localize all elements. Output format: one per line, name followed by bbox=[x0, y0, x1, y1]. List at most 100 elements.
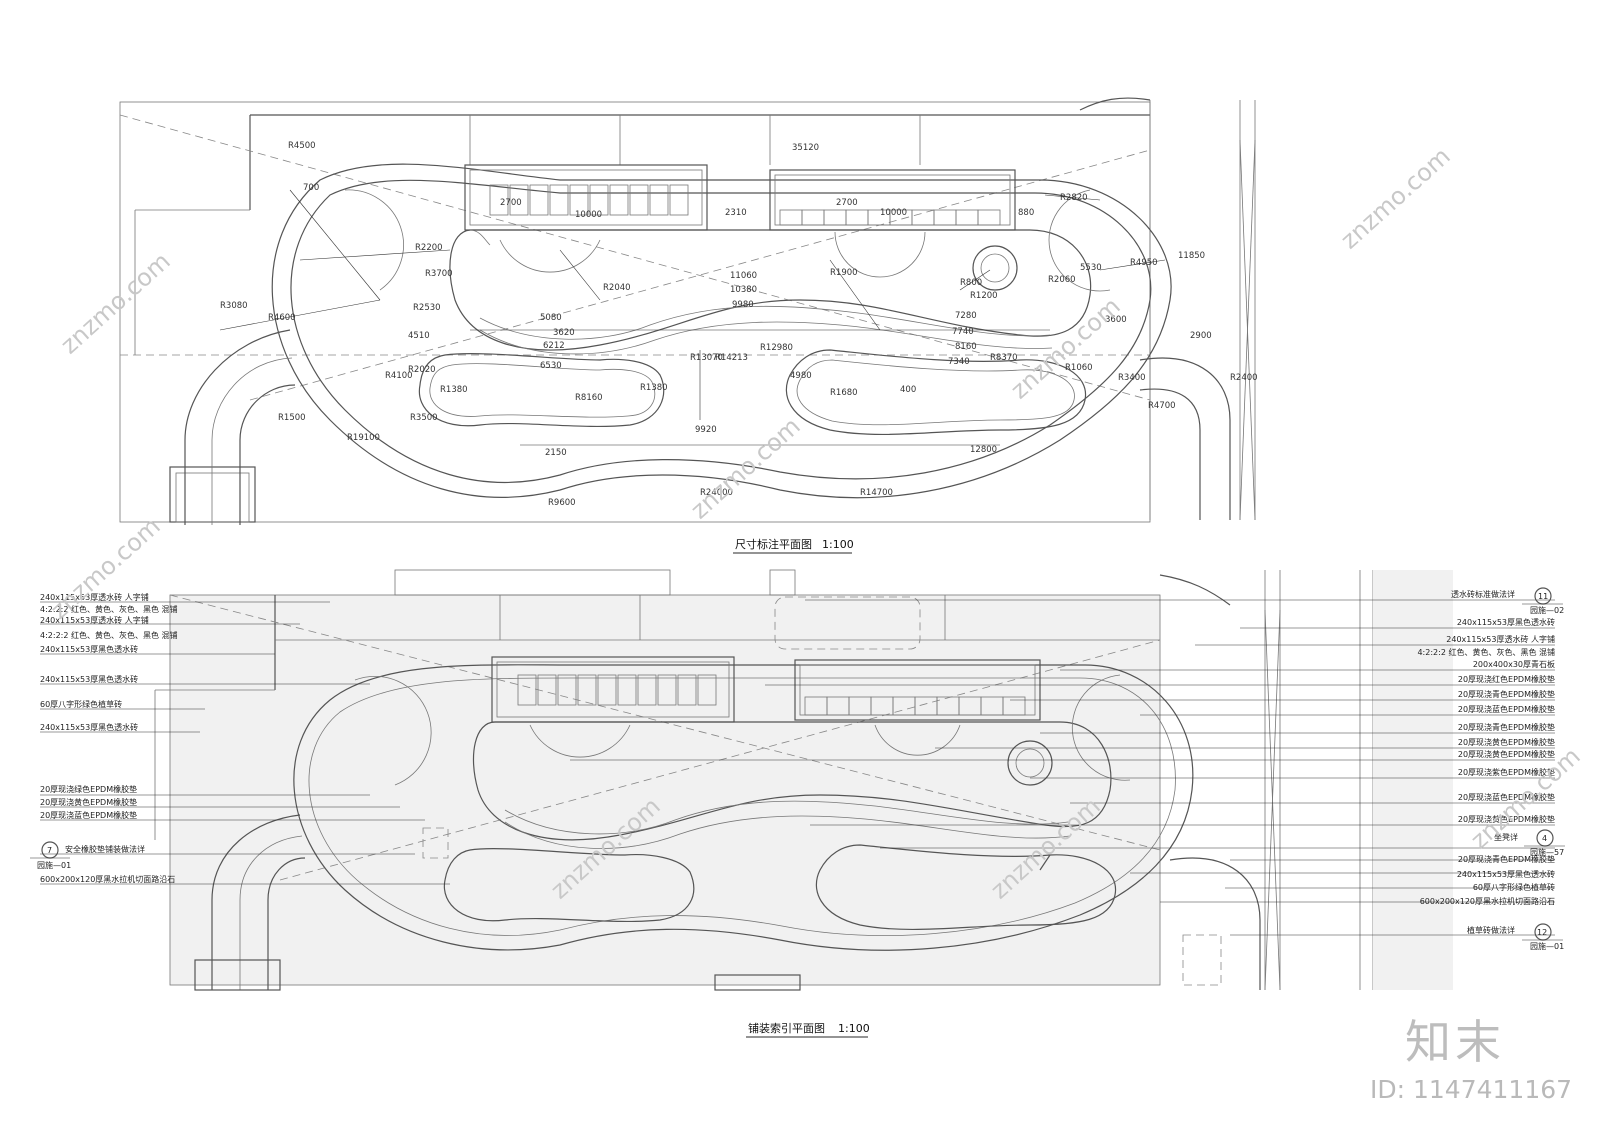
callout-label: 20厚现浇黄色EPDM橡胶垫 bbox=[1458, 814, 1555, 824]
callout-label: 240x115x53厚透水砖 人字铺 bbox=[40, 592, 149, 602]
callout-label: 20厚现浇蓝色EPDM橡胶垫 bbox=[1458, 792, 1555, 802]
dim-text: R24000 bbox=[700, 488, 733, 498]
detail-ref: 园施—57 bbox=[1530, 847, 1564, 857]
callout-label: 20厚现浇紫色EPDM橡胶垫 bbox=[1458, 767, 1555, 777]
dim-text: R4600 bbox=[268, 313, 296, 323]
dim-text: R9600 bbox=[548, 498, 576, 508]
dim-text: R13070 bbox=[690, 353, 723, 363]
dim-text: 2700 bbox=[500, 198, 522, 208]
dim-text: R3700 bbox=[425, 269, 453, 279]
callout-label: 4:2:2:2 红色、黄色、灰色、黑色 混铺 bbox=[40, 604, 178, 614]
dim-text: 4980 bbox=[790, 371, 812, 381]
dim-text: R8160 bbox=[575, 393, 603, 403]
bottom-plan-scale: 1:100 bbox=[838, 1022, 870, 1035]
dimension-labels: 35120 2310 880 10000 10000 2700 2700 R45… bbox=[220, 141, 1258, 508]
detail-number: 11 bbox=[1538, 592, 1548, 601]
dim-text: R2530 bbox=[413, 303, 441, 313]
dim-text: R8370 bbox=[990, 353, 1018, 363]
callout-label: 20厚现浇绿色EPDM橡胶垫 bbox=[40, 784, 137, 794]
dim-text: 35120 bbox=[792, 143, 819, 153]
callout-label: 20厚现浇青色EPDM橡胶垫 bbox=[1458, 854, 1555, 864]
top-plan: 35120 2310 880 10000 10000 2700 2700 R45… bbox=[119, 97, 1258, 554]
left-callouts: 240x115x53厚透水砖 人字铺 4:2:2:2 红色、黄色、灰色、黑色 混… bbox=[40, 592, 178, 884]
callout-label: 20厚现浇蓝色EPDM橡胶垫 bbox=[40, 810, 137, 820]
dim-text: 9920 bbox=[695, 425, 717, 435]
right-callouts: 透水砖标准做法详 240x115x53厚黑色透水砖 240x115x53厚透水砖… bbox=[1417, 589, 1555, 935]
dim-text: R14213 bbox=[715, 353, 748, 363]
detail-ref: 园施—01 bbox=[1530, 941, 1564, 951]
dim-text: R12980 bbox=[760, 343, 793, 353]
dim-text: R1500 bbox=[278, 413, 306, 423]
callout-label: 200x400x30厚青石板 bbox=[1473, 659, 1555, 669]
dim-text: 3600 bbox=[1105, 315, 1127, 325]
dim-text: 6212 bbox=[543, 341, 565, 351]
dim-text: 12800 bbox=[970, 445, 997, 455]
dim-text: 11850 bbox=[1178, 251, 1205, 261]
dim-text: R3500 bbox=[410, 413, 438, 423]
watermark-id: ID: 1147411167 bbox=[1370, 1075, 1572, 1104]
dim-text: 400 bbox=[900, 385, 916, 395]
dim-text: R4950 bbox=[1130, 258, 1158, 268]
right-leader-lines bbox=[570, 599, 1555, 936]
bottom-plan-title: 铺装索引平面图 bbox=[748, 1021, 825, 1035]
dim-text: 2150 bbox=[545, 448, 567, 458]
dim-text: R2820 bbox=[1060, 193, 1088, 203]
dim-text: R2200 bbox=[415, 243, 443, 253]
callout-label: 240x115x53厚黑色透水砖 bbox=[40, 722, 138, 732]
dim-text: 700 bbox=[303, 183, 319, 193]
callout-label: 240x115x53厚黑色透水砖 bbox=[40, 644, 138, 654]
dim-text: 10380 bbox=[730, 285, 757, 295]
dim-text: 2900 bbox=[1190, 331, 1212, 341]
dim-text: 880 bbox=[1018, 208, 1034, 218]
dim-text: 2700 bbox=[836, 198, 858, 208]
watermark-brand: 知末 bbox=[1405, 1015, 1505, 1069]
callout-label: 20厚现浇红色EPDM橡胶垫 bbox=[1458, 674, 1555, 684]
dim-text: 3620 bbox=[553, 328, 575, 338]
callout-label: 透水砖标准做法详 bbox=[1451, 589, 1515, 599]
detail-ref: 园施—02 bbox=[1530, 605, 1564, 615]
dim-text: R1900 bbox=[830, 268, 858, 278]
dim-text: 10000 bbox=[575, 210, 602, 220]
dim-text: 7280 bbox=[955, 311, 977, 321]
dim-text: R1200 bbox=[970, 291, 998, 301]
dim-text: 8160 bbox=[955, 342, 977, 352]
detail-number: 12 bbox=[1537, 928, 1547, 937]
dim-text: R1060 bbox=[1065, 363, 1093, 373]
dim-text: 10000 bbox=[880, 208, 907, 218]
callout-label: 600x200x120厚黑水拉机切面路沿石 bbox=[1420, 896, 1555, 906]
dim-text: R2400 bbox=[1230, 373, 1258, 383]
callout-label: 安全橡胶垫铺装做法详 bbox=[65, 844, 145, 854]
detail-number: 4 bbox=[1542, 834, 1547, 843]
dim-text: R19100 bbox=[347, 433, 380, 443]
callout-label: 20厚现浇青色EPDM橡胶垫 bbox=[1458, 722, 1555, 732]
callout-label: 600x200x120厚黑水拉机切面路沿石 bbox=[40, 874, 175, 884]
dim-text: 7340 bbox=[948, 357, 970, 367]
callout-label: 240x115x53厚透水砖 人字铺 bbox=[1446, 634, 1555, 644]
dim-text: R1380 bbox=[440, 385, 468, 395]
dim-text: 2310 bbox=[725, 208, 747, 218]
left-leader-lines bbox=[40, 601, 450, 885]
callout-label: 4:2:2:2 红色、黄色、灰色、黑色 混铺 bbox=[1417, 647, 1555, 657]
bottom-plan: 240x115x53厚透水砖 人字铺 4:2:2:2 红色、黄色、灰色、黑色 混… bbox=[30, 569, 1565, 1038]
detail-marker-left: 7 园施—01 bbox=[30, 841, 71, 870]
dim-text: R2020 bbox=[408, 365, 436, 375]
dim-text: R1680 bbox=[830, 388, 858, 398]
dim-text: R2040 bbox=[603, 283, 631, 293]
dim-text: R14700 bbox=[860, 488, 893, 498]
watermark-site: znzmo.com bbox=[55, 247, 176, 359]
callout-label: 植草砖做法详 bbox=[1467, 925, 1515, 935]
watermark-site: znzmo.com bbox=[1335, 142, 1456, 254]
detail-markers-right: 11 园施—02 4 园施—57 12 园施—01 bbox=[1522, 587, 1565, 951]
callout-label: 240x115x53厚透水砖 人字铺 bbox=[40, 615, 149, 625]
dim-text: R1380 bbox=[640, 383, 668, 393]
dim-text: 4510 bbox=[408, 331, 430, 341]
callout-label: 20厚现浇黄色EPDM橡胶垫 bbox=[1458, 749, 1555, 759]
dim-text: R800 bbox=[960, 278, 982, 288]
callout-label: 240x115x53厚黑色透水砖 bbox=[1457, 869, 1555, 879]
dim-text: R3080 bbox=[220, 301, 248, 311]
callout-label: 60厚八字形绿色植草砖 bbox=[40, 699, 122, 709]
dim-text: R2060 bbox=[1048, 275, 1076, 285]
dim-text: R4500 bbox=[288, 141, 316, 151]
callout-label: 4:2:2:2 红色、黄色、灰色、黑色 混铺 bbox=[40, 630, 178, 640]
detail-number: 7 bbox=[47, 846, 52, 855]
